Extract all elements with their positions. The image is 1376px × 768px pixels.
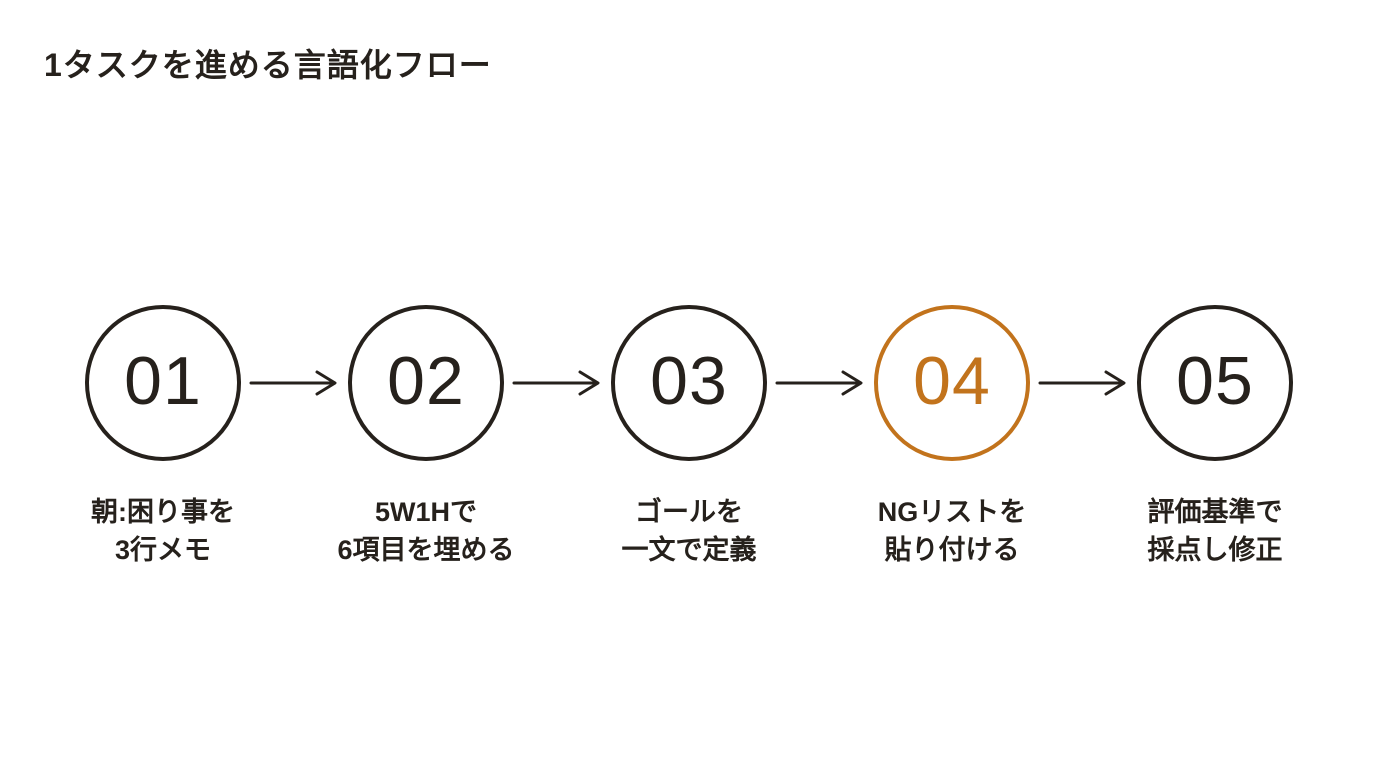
flow-step-01: 01 朝:困り事を 3行メモ	[85, 305, 241, 605]
flow-step-05: 05 評価基準で 採点し修正	[1137, 305, 1293, 605]
step-circle: 05	[1137, 305, 1293, 461]
step-number: 03	[650, 343, 728, 419]
right-arrow-icon	[512, 370, 600, 396]
step-label: 朝:困り事を 3行メモ	[91, 497, 235, 565]
step-number: 02	[387, 343, 465, 419]
right-arrow-icon	[249, 370, 337, 396]
step-label: ゴールを 一文で定義	[621, 497, 757, 565]
step-label: NGリストを 貼り付ける	[877, 497, 1027, 565]
step-number: 05	[1176, 343, 1254, 419]
flow-step-04: 04 NGリストを 貼り付ける	[874, 305, 1030, 605]
step-number: 01	[124, 343, 202, 419]
right-arrow-icon	[1038, 370, 1126, 396]
step-circle: 02	[348, 305, 504, 461]
step-circle: 04	[874, 305, 1030, 461]
flow-step-03: 03 ゴールを 一文で定義	[611, 305, 767, 605]
step-flow-diagram: 01 朝:困り事を 3行メモ 02 5W1Hで 6項目を埋める 03 ゴールを …	[85, 305, 1293, 605]
flow-step-02: 02 5W1Hで 6項目を埋める	[337, 305, 515, 605]
step-number: 04	[913, 343, 991, 419]
step-circle: 01	[85, 305, 241, 461]
right-arrow-icon	[775, 370, 863, 396]
step-label: 5W1Hで 6項目を埋める	[337, 497, 515, 565]
step-circle: 03	[611, 305, 767, 461]
page-title: 1タスクを進める言語化フロー	[44, 47, 492, 83]
step-label: 評価基準で 採点し修正	[1147, 497, 1283, 565]
